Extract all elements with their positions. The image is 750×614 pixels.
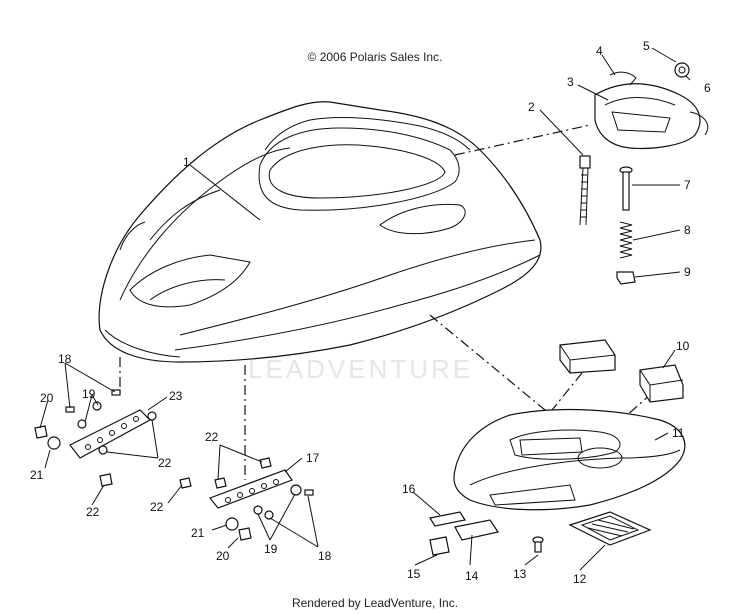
- bolt-part: [619, 166, 633, 211]
- callout-22-d: 22: [150, 500, 164, 514]
- left-hinge-bracket-part: [69, 409, 151, 459]
- callout-8: 8: [684, 223, 691, 237]
- foam-block-part: [559, 339, 684, 403]
- clip-part: [609, 71, 637, 86]
- callout-18-right: 18: [318, 549, 332, 563]
- callout-leader-lines: [39, 47, 691, 571]
- callout-18-left: 18: [58, 352, 72, 366]
- hardware-fasteners: [34, 389, 314, 541]
- strap-part: [579, 155, 591, 226]
- watermark-text: LEADVENTURE: [248, 354, 473, 384]
- screw-part: [532, 536, 544, 553]
- belly-pan-part: [453, 408, 686, 511]
- spring-part: [619, 221, 633, 259]
- callout-11: 11: [672, 426, 685, 440]
- knob-part: [674, 62, 690, 78]
- callout-19-left: 19: [82, 387, 96, 401]
- decal-16-part: [429, 511, 466, 527]
- callout-12: 12: [573, 572, 587, 586]
- callout-14: 14: [465, 569, 479, 583]
- callout-5: 5: [643, 39, 650, 53]
- callout-15: 15: [407, 567, 421, 581]
- callout-3: 3: [567, 75, 574, 89]
- cover-plate-part: [568, 511, 652, 546]
- callout-19-right: 19: [264, 542, 278, 556]
- callout-1: 1: [183, 155, 190, 169]
- right-hinge-bracket-part: [209, 469, 293, 509]
- callout-2: 2: [528, 100, 535, 114]
- callout-21-left: 21: [30, 468, 44, 482]
- leader-line-hood-to-pan: [429, 314, 546, 411]
- nut-part: [616, 271, 636, 285]
- callout-22-b: 22: [86, 505, 100, 519]
- callout-13: 13: [513, 567, 527, 581]
- hood-part: [98, 101, 542, 363]
- callout-9: 9: [684, 265, 691, 279]
- callout-10: 10: [676, 339, 690, 353]
- callout-16: 16: [402, 482, 416, 496]
- decal-14-part: [454, 519, 499, 541]
- callout-4: 4: [596, 44, 603, 58]
- copyright-text: © 2006 Polaris Sales Inc.: [307, 50, 443, 64]
- leader-line-block-left: [551, 372, 583, 411]
- callout-20-right: 20: [216, 549, 230, 563]
- leader-line-hood-to-bracket: [454, 124, 591, 156]
- decal-15-part: [429, 536, 450, 556]
- callout-20-left: 20: [40, 391, 54, 405]
- callout-6: 6: [704, 81, 711, 95]
- callout-numbers: 1 2 3 4 5 6 7 8 9 10 11 12 13 14 15 16 1…: [30, 39, 711, 586]
- callout-17: 17: [306, 451, 320, 465]
- mount-bracket-part: [594, 83, 709, 150]
- callout-21-right: 21: [191, 526, 205, 540]
- callout-7: 7: [684, 178, 691, 192]
- callout-22-a: 22: [158, 456, 172, 470]
- callout-22-c: 22: [205, 430, 219, 444]
- rendered-by-text: Rendered by LeadVenture, Inc.: [291, 596, 459, 610]
- callout-23: 23: [169, 389, 183, 403]
